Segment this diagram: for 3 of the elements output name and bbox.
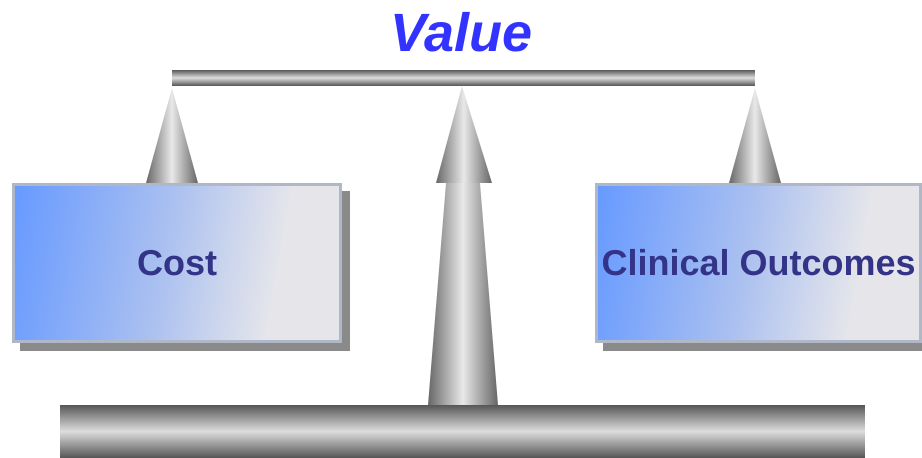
box-label: Cost <box>137 241 217 285</box>
title: Value <box>388 2 534 64</box>
box-label: Clinical Outcomes <box>601 241 916 285</box>
